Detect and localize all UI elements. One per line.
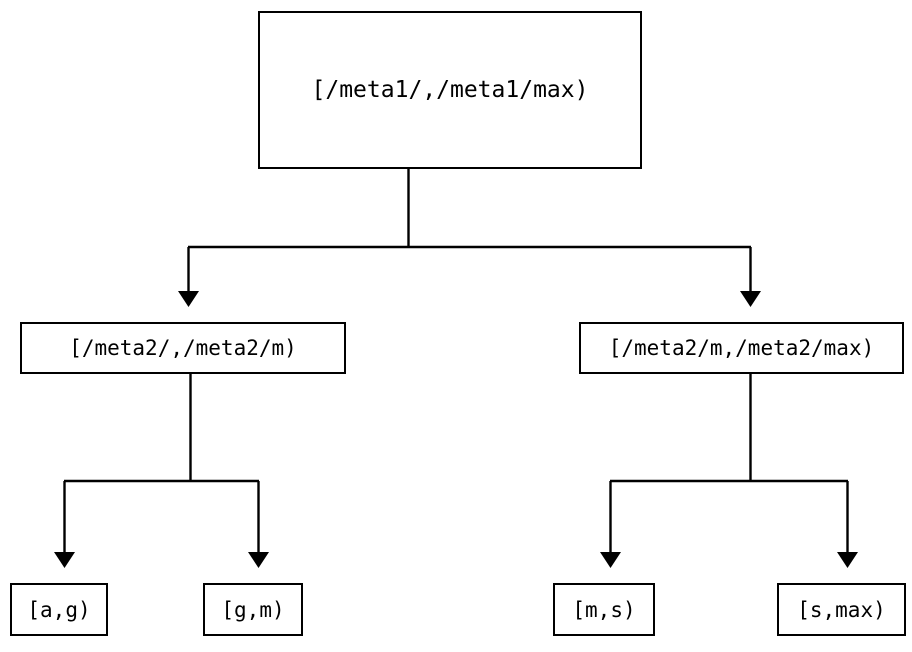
arrowhead-mid-left-to-leaf-gm: [248, 552, 269, 568]
node-mid-left-label: [/meta2/,/meta2/m): [69, 336, 297, 360]
edge-mid-left-to-leaves-group: [54, 374, 269, 568]
node-mid-right-label: [/meta2/m,/meta2/max): [608, 336, 875, 360]
node-leaf-ag-label: [a,g): [27, 597, 91, 622]
edge-root-to-mid-group: [178, 169, 761, 307]
node-root[interactable]: [/meta1/,/meta1/max): [258, 11, 642, 169]
node-mid-left[interactable]: [/meta2/,/meta2/m): [20, 322, 346, 374]
node-leaf-ms[interactable]: [m,s): [553, 583, 655, 636]
arrowhead-root-to-mid-right: [740, 291, 761, 307]
node-leaf-smax[interactable]: [s,max): [777, 583, 906, 636]
arrowhead-mid-right-to-leaf-ms: [600, 552, 621, 568]
node-leaf-gm-label: [g,m): [221, 597, 285, 622]
arrowhead-root-to-mid-left: [178, 291, 199, 307]
node-root-label: [/meta1/,/meta1/max): [311, 77, 589, 103]
node-mid-right[interactable]: [/meta2/m,/meta2/max): [579, 322, 904, 374]
node-leaf-gm[interactable]: [g,m): [203, 583, 303, 636]
node-leaf-ag[interactable]: [a,g): [10, 583, 108, 636]
node-leaf-ms-label: [m,s): [572, 597, 636, 622]
arrowhead-mid-left-to-leaf-ag: [54, 552, 75, 568]
arrowhead-mid-right-to-leaf-smax: [837, 552, 858, 568]
node-leaf-smax-label: [s,max): [797, 597, 886, 622]
edge-mid-right-to-leaves-group: [600, 374, 858, 568]
